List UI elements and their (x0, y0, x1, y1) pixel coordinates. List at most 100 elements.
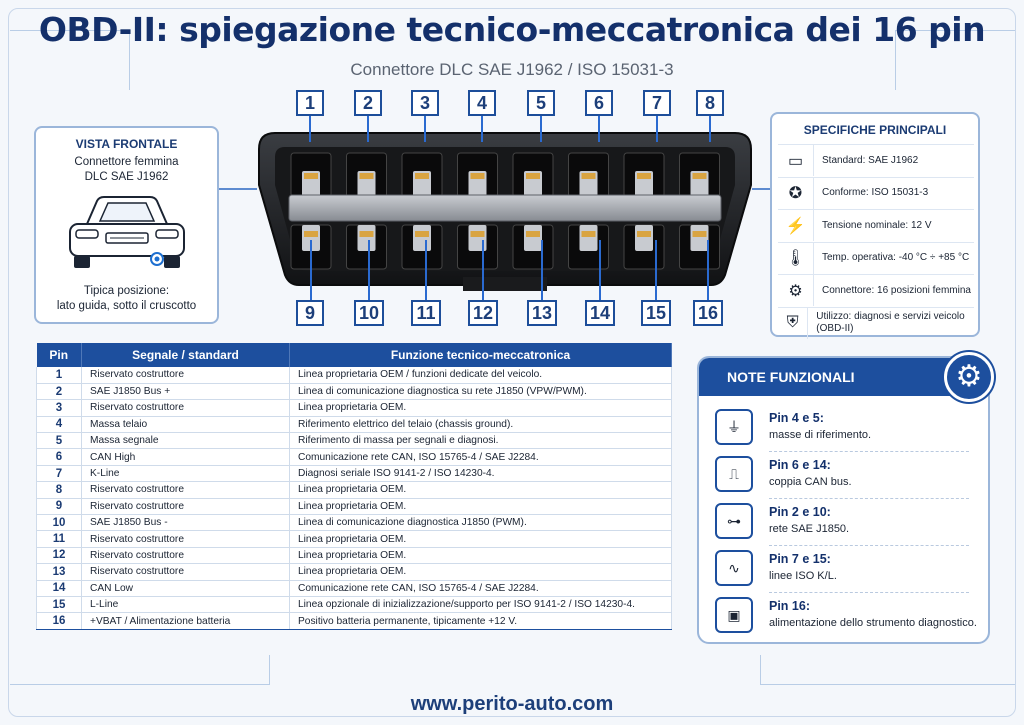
pin-cell: 6 (36, 448, 82, 466)
connector-line-right (752, 188, 770, 190)
note-separator (769, 592, 969, 593)
pin-gold-contact (470, 173, 485, 179)
pin-gold-contact (581, 173, 596, 179)
note-title: Pin 7 e 15: (769, 552, 831, 566)
pin-leader-line (709, 116, 711, 142)
note-item: ⎍ Pin 6 e 14: coppia CAN bus. (715, 451, 979, 497)
spec-text: Connettore: 16 posizioni femmina (822, 284, 971, 296)
note-text: coppia CAN bus. (769, 476, 852, 488)
lightning-icon: ⚡ (778, 210, 814, 241)
battery-icon: ▣ (715, 597, 753, 633)
pin-cell: 14 (36, 580, 82, 597)
pin-leader-line (541, 240, 543, 300)
function-cell: Diagnosi seriale ISO 9141-2 / ISO 14230-… (289, 465, 672, 483)
pin-leader-line (309, 116, 311, 142)
square-wave-icon: ⎍ (715, 456, 753, 492)
pin-label-bottom: 9 (296, 300, 324, 326)
signal-cell: Riservato costruttore (81, 399, 290, 417)
spec-row: ▭ Standard: SAE J1962 (778, 144, 974, 176)
notes-heading: NOTE FUNZIONALI (699, 358, 988, 396)
note-title: Pin 16: (769, 599, 810, 613)
pin-cell: 8 (36, 481, 82, 499)
pin-contact-bottom (413, 225, 431, 251)
pin-gold-contact (470, 231, 485, 237)
pin-leader-line (368, 240, 370, 300)
pin-label-top: 6 (585, 90, 613, 116)
pin-cell: 1 (36, 367, 82, 384)
pin-gold-contact (637, 173, 651, 179)
front-view-line1: Connettore femmina (74, 156, 179, 168)
spec-text: Temp. operativa: -40 °C ÷ +85 °C (822, 252, 970, 263)
pin-label-top: 5 (527, 90, 555, 116)
pin-cell: 2 (36, 383, 82, 401)
function-cell: Linea proprietaria OEM. (289, 481, 672, 499)
pin-cell: 3 (36, 399, 82, 417)
certificate-icon: ✪ (778, 177, 814, 209)
function-cell: Riferimento di massa per segnali e diagn… (289, 432, 672, 450)
spec-text: Tensione nominale: 12 V (822, 219, 932, 231)
signal-cell: CAN Low (81, 580, 290, 597)
function-cell: Riferimento elettrico del telaio (chassi… (289, 416, 672, 434)
connector-icon: ▭ (778, 145, 814, 176)
pin-label-bottom: 15 (641, 300, 671, 326)
pin-label-top: 2 (354, 90, 382, 116)
note-title: Pin 6 e 14: (769, 458, 831, 472)
circuit-trace (895, 30, 1015, 90)
pin-gold-contact (581, 231, 596, 237)
circuit-trace (760, 655, 1015, 685)
pin-gold-contact (415, 173, 429, 179)
note-item: ⊶Pin 2 e 10:rete SAE J1850. (715, 498, 979, 544)
specs-panel: SPECIFICHE PRINCIPALI ▭Standard: SAE J19… (770, 112, 980, 339)
function-cell: Linea opzionale di inizializzazione/supp… (289, 596, 672, 614)
pin-leader-line (367, 116, 369, 142)
signal-cell: Riservato costruttore (81, 367, 290, 384)
function-cell: Linea proprietaria OEM. (289, 547, 672, 565)
pin-contact-bottom (635, 225, 653, 251)
footer-url[interactable]: www.perito-auto.com (410, 693, 614, 715)
note-text: masse di riferimento. (769, 429, 872, 441)
pin-leader-line (599, 240, 601, 300)
pin-gold-contact (692, 173, 707, 179)
pin-gold-contact (637, 231, 651, 237)
connector-line-left (219, 188, 257, 190)
note-item: ▣ Pin 16: alimentazione dello strumento di… (715, 592, 979, 638)
signal-cell: SAE J1850 Bus + (81, 383, 290, 401)
pin-label-bottom: 10 (354, 300, 384, 326)
signal-cell: Riservato costruttore (81, 530, 290, 548)
pin-leader-line (481, 116, 483, 142)
circuit-trace (10, 655, 270, 685)
signal-cell: Riservato costruttore (81, 563, 290, 581)
pin-label-top: 4 (468, 90, 496, 116)
pin-contact-bottom (690, 225, 709, 251)
front-view-heading: VISTA FRONTALE (75, 137, 178, 151)
pin-gold-contact (692, 231, 707, 237)
shield-check-icon: ⛨ (778, 307, 809, 339)
note-item: ∿Pin 7 e 15:linee ISO K/L. (715, 545, 979, 591)
pin-cell: 5 (36, 432, 82, 450)
spec-text: Standard: SAE J1962 (822, 154, 919, 166)
car-front-icon (68, 196, 185, 268)
pin-label-top: 1 (296, 90, 324, 116)
circuit-trace (10, 30, 130, 90)
pin-leader-line (424, 116, 426, 142)
pin-cell: 16 (36, 612, 82, 630)
pin-leader-line (310, 240, 312, 300)
pin-gold-contact (526, 173, 540, 179)
pin-gold-contact (359, 231, 374, 237)
pin-label-bottom: 13 (527, 300, 557, 326)
page-subtitle: Connettore DLC SAE J1962 / ISO 15031-3 (350, 60, 674, 79)
note-text: rete SAE J1850. (769, 523, 850, 535)
pin-label-bottom: 11 (411, 300, 441, 326)
note-text: alimentazione dello strumento diagnostic… (769, 617, 977, 629)
pin-cell: 7 (36, 465, 82, 483)
